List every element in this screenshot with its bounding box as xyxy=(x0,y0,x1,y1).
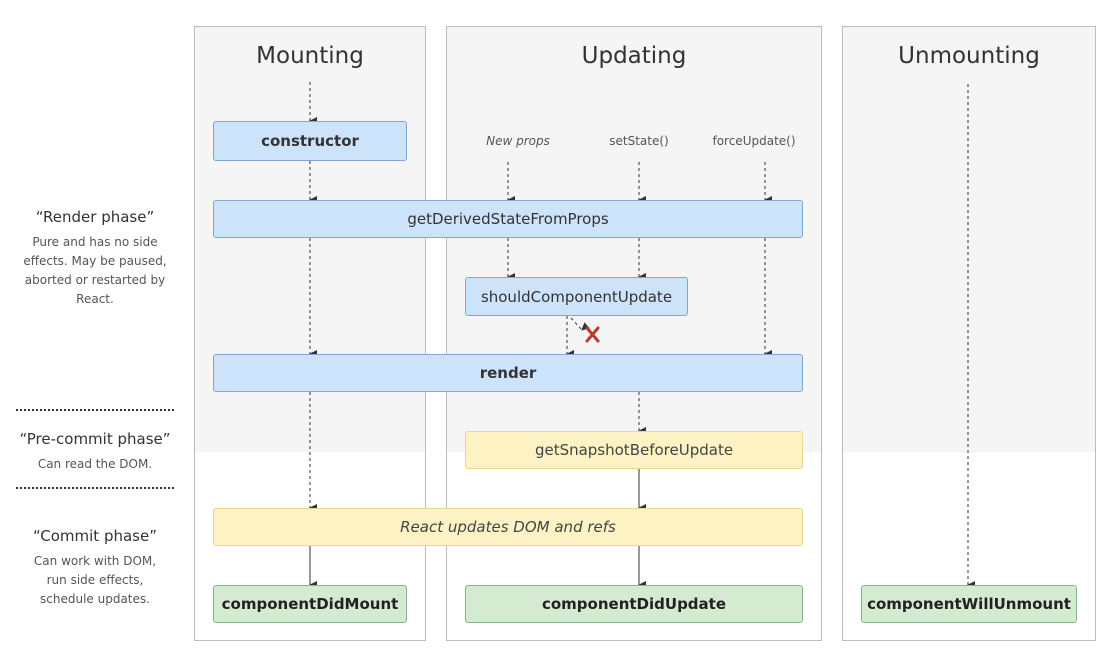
should-component-update-box: shouldComponentUpdate xyxy=(465,277,688,316)
precommit-phase-desc-line: Can read the DOM. xyxy=(37,457,153,471)
cancel-icon xyxy=(585,326,600,343)
react-updates-dom-box: React updates DOM and refs xyxy=(213,508,803,546)
constructor-box: constructor xyxy=(213,121,407,161)
render-phase-desc-line: aborted or restarted by xyxy=(24,273,166,287)
precommit-phase-title: “Pre-commit phase” xyxy=(19,430,171,448)
commit-phase-desc-line: schedule updates. xyxy=(40,592,150,606)
phase-separator-2 xyxy=(16,487,174,489)
commit-phase-desc-line: Can work with DOM, xyxy=(33,554,157,568)
render-phase-desc-line: Pure and has no side xyxy=(32,235,158,249)
render-phase-desc: Pure and has no side effects. May be pau… xyxy=(0,233,190,309)
component-did-update-box: componentDidUpdate xyxy=(465,585,803,623)
trigger-set-state: setState() xyxy=(609,134,669,148)
precommit-phase-desc: Can read the DOM. xyxy=(0,455,190,474)
render-phase-title: “Render phase” xyxy=(35,208,155,226)
unmounting-title: Unmounting xyxy=(898,43,1040,69)
get-snapshot-box: getSnapshotBeforeUpdate xyxy=(465,431,803,469)
trigger-new-props: New props xyxy=(486,134,550,148)
trigger-force-update: forceUpdate() xyxy=(712,134,796,148)
get-derived-state-box: getDerivedStateFromProps xyxy=(213,200,803,238)
updating-title: Updating xyxy=(581,43,687,69)
unmounting-column: Unmounting xyxy=(842,26,1096,641)
render-box: render xyxy=(213,354,803,392)
render-phase-desc-line: effects. May be paused, xyxy=(23,254,167,268)
phase-separator-1 xyxy=(16,409,174,411)
commit-phase-desc-line: run side effects, xyxy=(46,573,144,587)
render-phase-desc-line: React. xyxy=(76,292,114,306)
commit-phase-title: “Commit phase” xyxy=(33,527,157,545)
commit-phase-desc: Can work with DOM, run side effects, sch… xyxy=(0,552,190,609)
component-will-unmount-box: componentWillUnmount xyxy=(861,585,1077,623)
mounting-title: Mounting xyxy=(256,43,364,69)
arrow-should-cancel xyxy=(570,317,590,331)
component-did-mount-box: componentDidMount xyxy=(213,585,407,623)
